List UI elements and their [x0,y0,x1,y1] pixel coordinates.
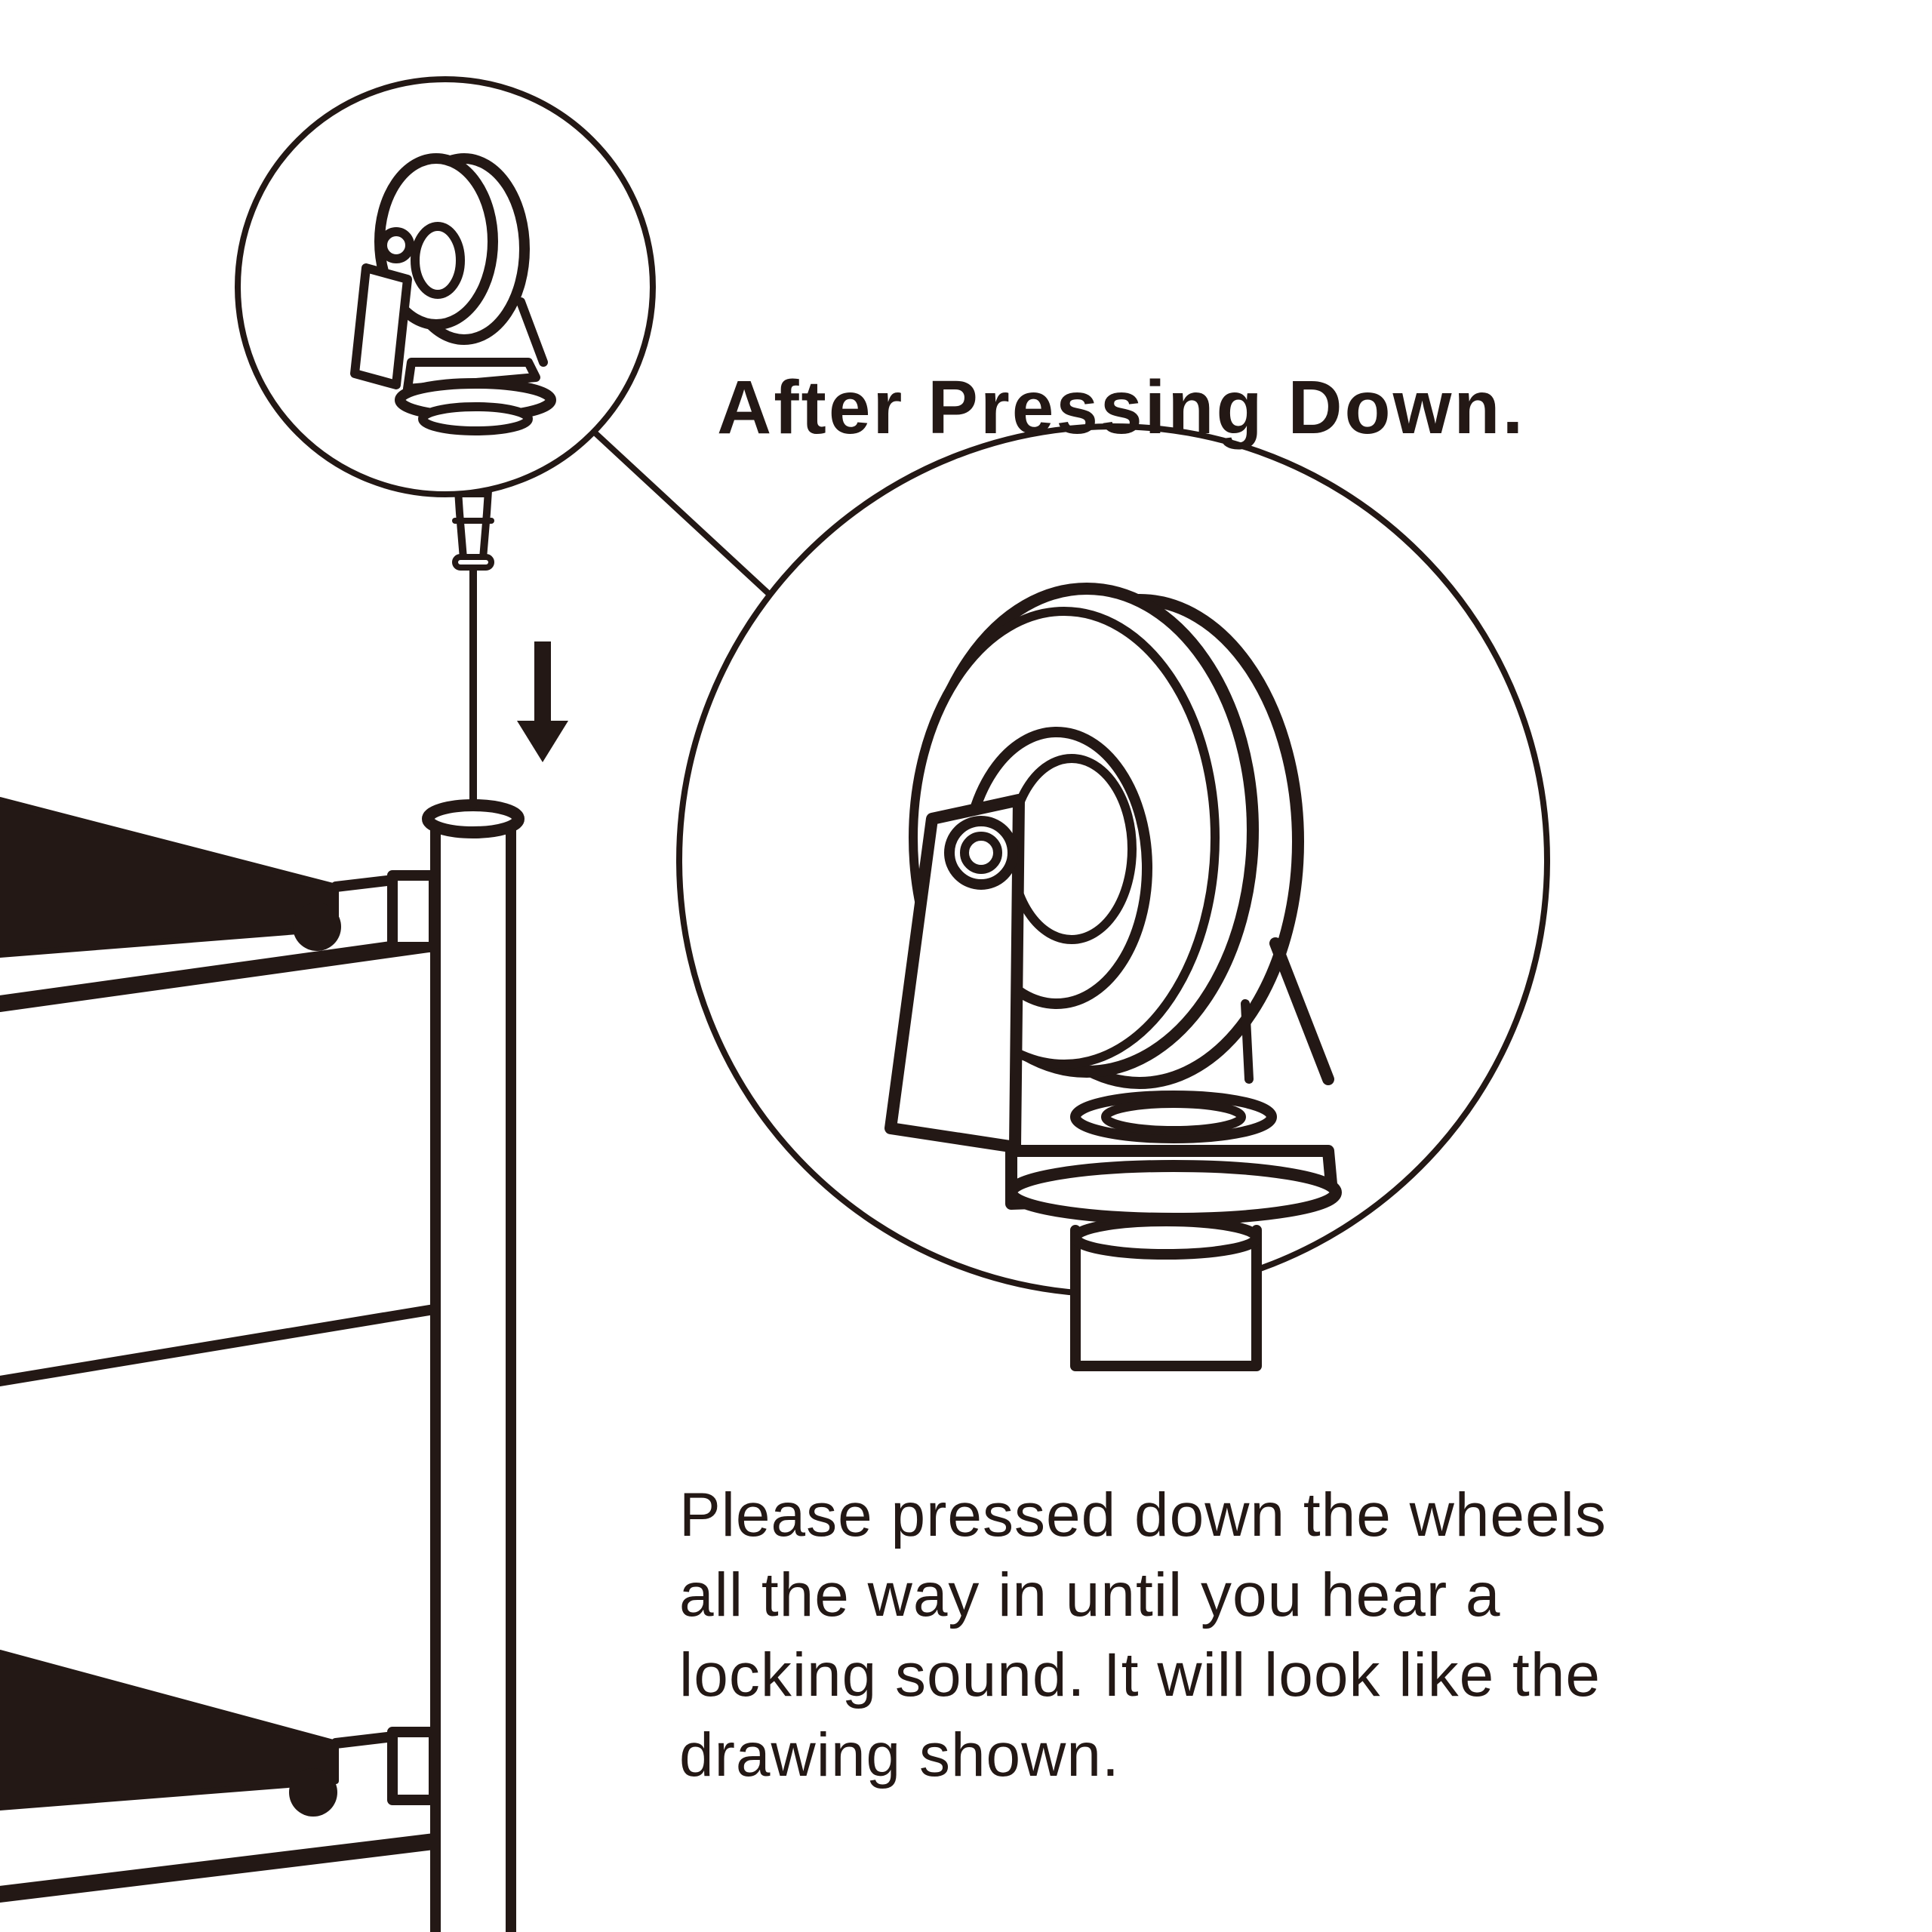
post-top-cap [422,799,525,838]
top-rail-knob [293,903,341,951]
bottom-shelf-panel [0,1650,339,1810]
instruction-line: drawing shown. [679,1721,1120,1789]
down-arrow-icon [517,641,568,762]
heading: After Pressing Down. [717,365,1526,450]
cart-post [430,821,516,1932]
top-rail-bracket [387,870,439,952]
instruction-line: Please pressed down the wheels [679,1481,1607,1549]
bottom-rail-knob [289,1768,337,1817]
insertion-guide [451,441,495,809]
detail-connector-line [593,431,803,626]
top-shelf-panel [0,797,339,958]
small-caster-wheel-icon [350,153,556,435]
large-caster-wheel-icon [884,583,1342,1371]
large-detail-circle [676,423,1550,1371]
small-detail-circle [235,76,656,497]
instruction-line: all the way in until you hear a [679,1561,1501,1629]
bottom-rail-bracket [387,1727,439,1805]
instruction-line: locking sound. It will look like the [679,1641,1601,1709]
instruction-text: Please pressed down the wheels all the w… [679,1475,1857,1795]
cart-frame [0,797,525,1932]
